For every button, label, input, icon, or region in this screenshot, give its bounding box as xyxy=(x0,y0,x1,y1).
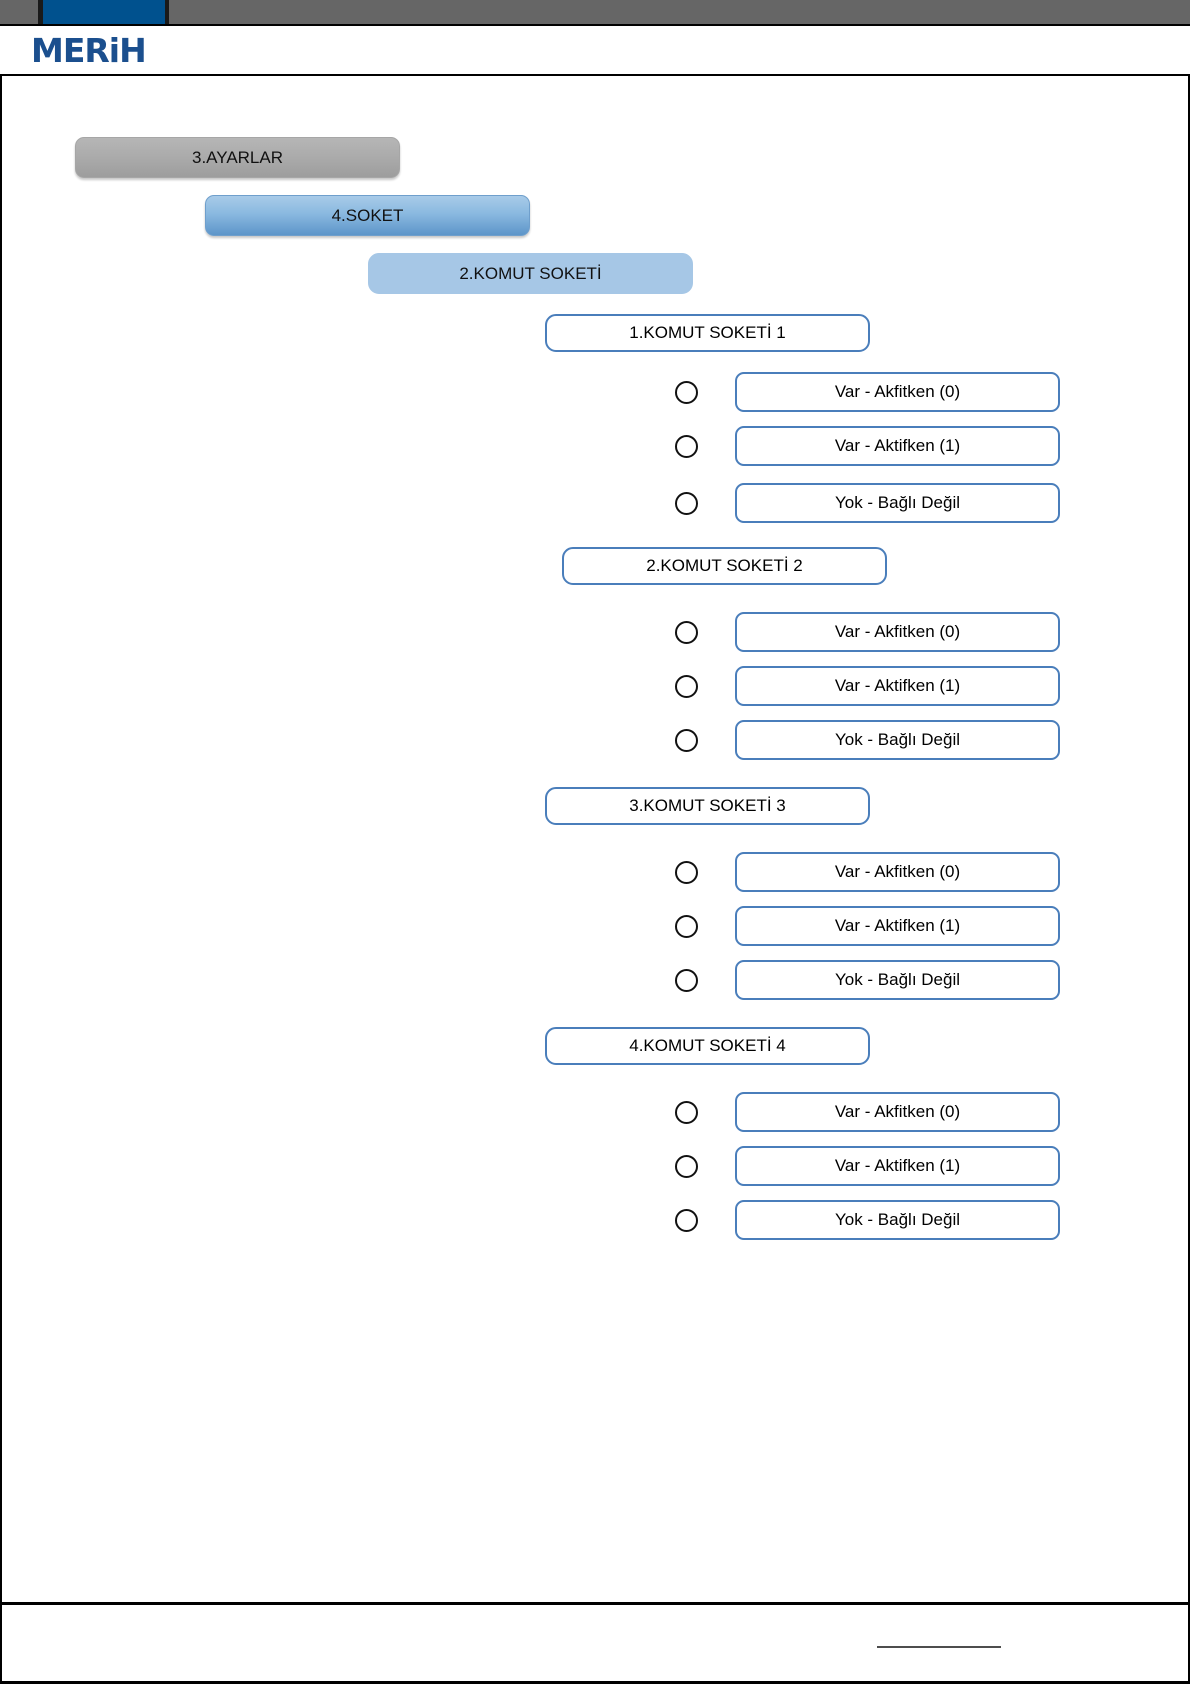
option-label-g3-o3[interactable]: Yok - Bağlı Değil xyxy=(735,960,1060,1000)
radio-g3-o1[interactable] xyxy=(675,860,698,884)
top-color-band xyxy=(0,0,1190,26)
option-label-g3-o2[interactable]: Var - Aktifken (1) xyxy=(735,906,1060,946)
option-label-g3-o1[interactable]: Var - Akfitken (0) xyxy=(735,852,1060,892)
content-frame xyxy=(0,76,1190,1605)
option-row[interactable]: Var - Akfitken (0) xyxy=(675,612,1060,652)
option-label-g4-o1[interactable]: Var - Akfitken (0) xyxy=(735,1092,1060,1132)
merih-logo: MERiH xyxy=(31,31,147,70)
option-row[interactable]: Var - Akfitken (0) xyxy=(675,1092,1060,1132)
page-footer xyxy=(0,1605,1190,1684)
band-divider-left xyxy=(38,0,43,24)
logo-header: MERiH xyxy=(0,26,1190,76)
option-label-g1-o1[interactable]: Var - Akfitken (0) xyxy=(735,372,1060,412)
option-label-g2-o2[interactable]: Var - Aktifken (1) xyxy=(735,666,1060,706)
option-row[interactable]: Yok - Bağlı Değil xyxy=(675,960,1060,1000)
group-title-4: 4.KOMUT SOKETİ 4 xyxy=(545,1027,870,1065)
nav-button-komut-soketi[interactable]: 2.KOMUT SOKETİ xyxy=(368,253,693,294)
radio-g2-o1[interactable] xyxy=(675,620,698,644)
band-divider-right xyxy=(165,0,169,24)
option-row[interactable]: Var - Aktifken (1) xyxy=(675,1146,1060,1186)
radio-g1-o3[interactable] xyxy=(675,491,698,515)
option-row[interactable]: Var - Aktifken (1) xyxy=(675,906,1060,946)
radio-g4-o2[interactable] xyxy=(675,1154,698,1178)
radio-g4-o1[interactable] xyxy=(675,1100,698,1124)
option-label-g2-o1[interactable]: Var - Akfitken (0) xyxy=(735,612,1060,652)
radio-g1-o2[interactable] xyxy=(675,434,698,458)
option-row[interactable]: Var - Akfitken (0) xyxy=(675,372,1060,412)
radio-g1-o1[interactable] xyxy=(675,380,698,404)
option-row[interactable]: Var - Akfitken (0) xyxy=(675,852,1060,892)
band-segment-gray-left xyxy=(0,0,38,24)
option-label-g1-o2[interactable]: Var - Aktifken (1) xyxy=(735,426,1060,466)
footer-signature-rule xyxy=(877,1646,1001,1648)
group-title-1: 1.KOMUT SOKETİ 1 xyxy=(545,314,870,352)
group-title-3: 3.KOMUT SOKETİ 3 xyxy=(545,787,870,825)
band-segment-gray-right xyxy=(169,0,1190,24)
group-title-2: 2.KOMUT SOKETİ 2 xyxy=(562,547,887,585)
option-row[interactable]: Yok - Bağlı Değil xyxy=(675,1200,1060,1240)
radio-g3-o3[interactable] xyxy=(675,968,698,992)
option-row[interactable]: Yok - Bağlı Değil xyxy=(675,483,1060,523)
radio-g3-o2[interactable] xyxy=(675,914,698,938)
option-label-g2-o3[interactable]: Yok - Bağlı Değil xyxy=(735,720,1060,760)
option-label-g1-o3[interactable]: Yok - Bağlı Değil xyxy=(735,483,1060,523)
option-label-g4-o3[interactable]: Yok - Bağlı Değil xyxy=(735,1200,1060,1240)
radio-g2-o2[interactable] xyxy=(675,674,698,698)
option-row[interactable]: Yok - Bağlı Değil xyxy=(675,720,1060,760)
nav-button-ayarlar[interactable]: 3.AYARLAR xyxy=(75,137,400,178)
option-row[interactable]: Var - Aktifken (1) xyxy=(675,426,1060,466)
option-label-g4-o2[interactable]: Var - Aktifken (1) xyxy=(735,1146,1060,1186)
radio-g2-o3[interactable] xyxy=(675,728,698,752)
option-row[interactable]: Var - Aktifken (1) xyxy=(675,666,1060,706)
radio-g4-o3[interactable] xyxy=(675,1208,698,1232)
band-segment-blue xyxy=(43,0,165,24)
nav-button-soket[interactable]: 4.SOKET xyxy=(205,195,530,236)
